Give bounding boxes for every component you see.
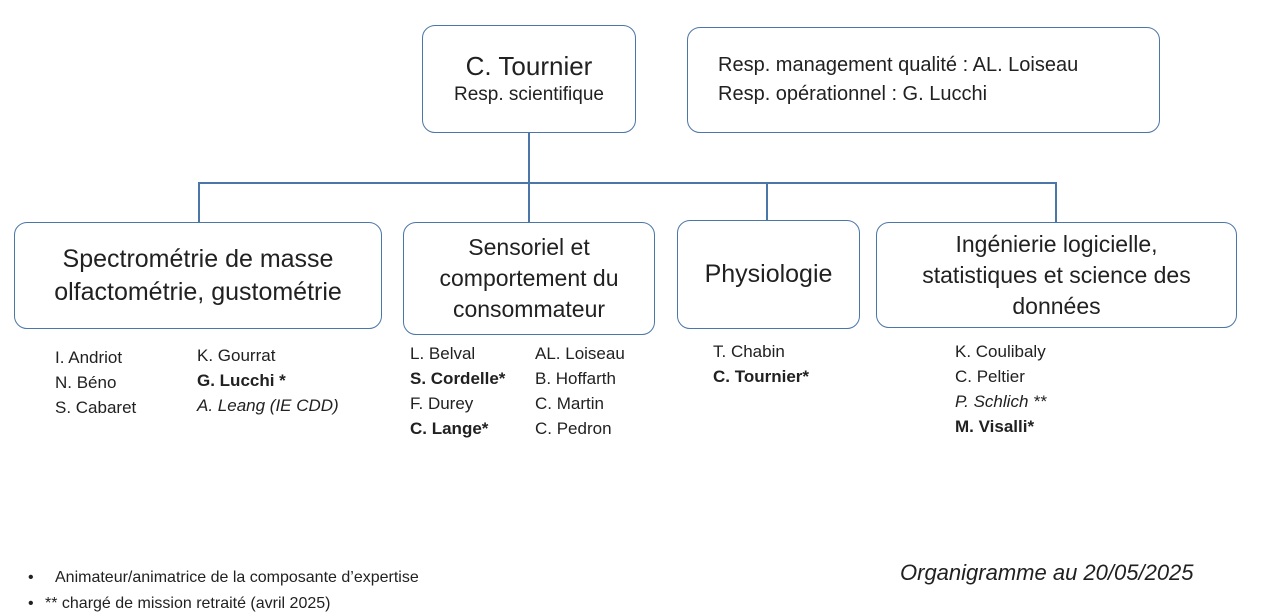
management-quality-line: Resp. management qualité : AL. Loiseau	[718, 54, 1079, 76]
member-name: B. Hoffarth	[535, 369, 616, 388]
footnote-animateur: • Animateur/animatrice de la composante …	[28, 565, 419, 591]
connector-drop-ingenierie	[1055, 182, 1057, 223]
members-sensoriel-col1: L. Belval S. Cordelle* F. Durey C. Lange…	[410, 341, 505, 441]
footnote-retraite: • ** chargé de mission retraité (avril 2…	[28, 591, 419, 614]
members-spectrometrie-col2: K. Gourrat G. Lucchi * A. Leang (IE CDD)	[197, 343, 339, 418]
member-name: C. Pedron	[535, 419, 612, 438]
dept-title-line: données	[1012, 292, 1101, 319]
connector-horizontal	[198, 182, 1057, 184]
dept-box-spectrometrie: Spectrométrie de masse olfactométrie, gu…	[14, 222, 382, 329]
dept-box-physiologie: Physiologie	[677, 220, 860, 329]
member-name: S. Cabaret	[55, 398, 137, 417]
dept-box-sensoriel: Sensoriel et comportement du consommateu…	[403, 222, 655, 335]
dept-title-line: olfactométrie, gustométrie	[54, 277, 342, 306]
member-name: K. Coulibaly	[955, 342, 1046, 361]
bullet-icon: •	[28, 595, 34, 612]
dept-title-line: Spectrométrie de masse	[62, 244, 334, 273]
connector-vertical-top	[528, 133, 530, 183]
member-name: K. Gourrat	[197, 346, 276, 365]
footnote-text: Animateur/animatrice de la composante d’…	[55, 569, 419, 586]
footnote-text: ** chargé de mission retraité (avril 202…	[45, 595, 331, 612]
connector-drop-sensoriel	[528, 182, 530, 223]
member-name: S. Cordelle*	[410, 369, 506, 388]
director-role: Resp. scientifique	[454, 84, 604, 105]
dept-title-line: comportement du	[439, 265, 619, 291]
director-name: C. Tournier	[465, 51, 593, 81]
dept-title-line: Ingénierie logicielle,	[955, 230, 1158, 257]
member-name: P. Schlich **	[955, 392, 1047, 411]
member-name: F. Durey	[410, 394, 474, 413]
member-name: C. Peltier	[955, 367, 1025, 386]
members-spectrometrie-col1: I. Andriot N. Béno S. Cabaret	[55, 345, 136, 420]
members-ingenierie-col1: K. Coulibaly C. Peltier P. Schlich ** M.…	[955, 339, 1046, 439]
members-physiologie-col1: T. Chabin C. Tournier*	[713, 339, 809, 389]
member-name: L. Belval	[410, 344, 476, 363]
member-name: I. Andriot	[55, 348, 123, 367]
member-name: C. Lange*	[410, 419, 489, 438]
connector-drop-physiologie	[766, 182, 768, 221]
chart-date-caption: Organigramme au 20/05/2025	[900, 560, 1194, 585]
dept-title-line: consommateur	[452, 296, 606, 322]
management-operational-line: Resp. opérationnel : G. Lucchi	[718, 83, 988, 105]
member-name: N. Béno	[55, 373, 117, 392]
member-name: T. Chabin	[713, 342, 785, 361]
dept-title-line: Sensoriel et	[468, 234, 590, 260]
member-name: AL. Loiseau	[535, 344, 625, 363]
dept-box-ingenierie: Ingénierie logicielle, statistiques et s…	[876, 222, 1237, 328]
dept-title-line: Physiologie	[704, 260, 833, 288]
management-box: Resp. management qualité : AL. Loiseau R…	[687, 27, 1160, 133]
director-box: C. Tournier Resp. scientifique	[422, 25, 636, 133]
member-name: M. Visalli*	[955, 417, 1035, 436]
member-name: C. Tournier*	[713, 367, 810, 386]
member-name: C. Martin	[535, 394, 604, 413]
member-name: A. Leang (IE CDD)	[197, 396, 339, 415]
member-name: G. Lucchi *	[197, 371, 286, 390]
members-sensoriel-col2: AL. Loiseau B. Hoffarth C. Martin C. Ped…	[535, 341, 625, 441]
footnotes: • Animateur/animatrice de la composante …	[28, 565, 419, 614]
connector-drop-spectrometrie	[198, 182, 200, 223]
dept-title-line: statistiques et science des	[922, 261, 1191, 288]
bullet-icon: •	[28, 569, 34, 586]
